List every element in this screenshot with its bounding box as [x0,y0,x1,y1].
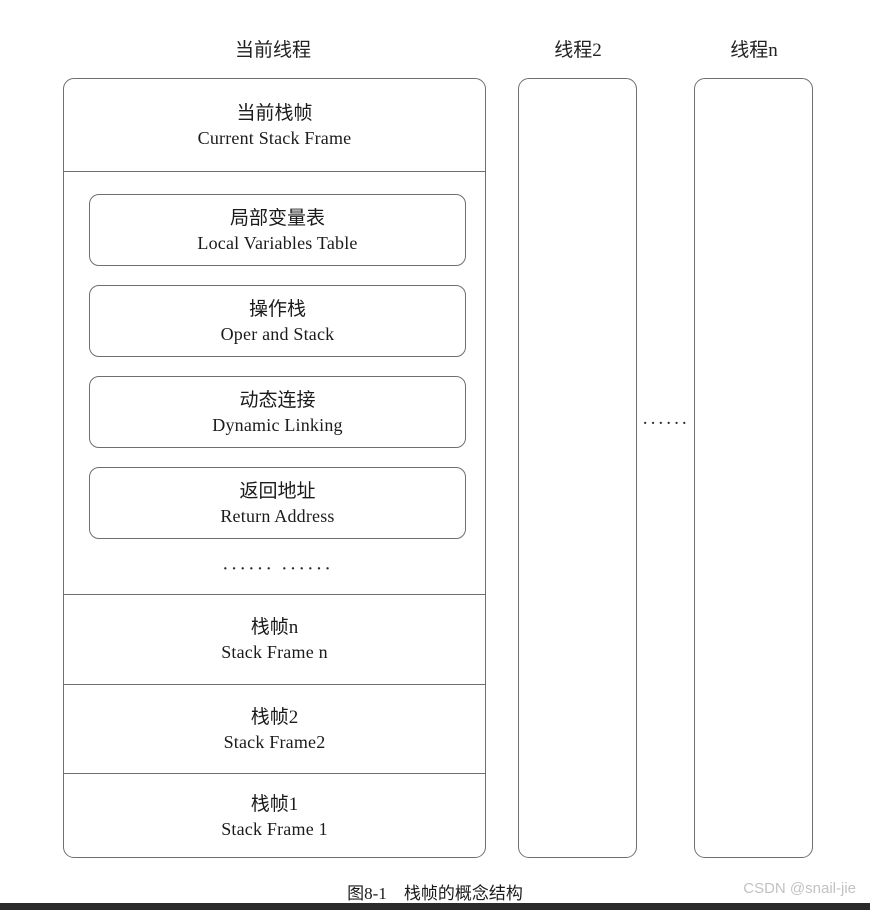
current-stack-frame-section: 当前栈帧 Current Stack Frame [64,79,485,171]
stack-frame-1-label-zh: 栈帧1 [250,794,299,815]
dynamic-linking-label-en: Dynamic Linking [212,414,343,435]
stack-frame-1-label-en: Stack Frame 1 [221,819,328,839]
return-address-box: 返回地址 Return Address [89,467,466,539]
column-title-thread-2: 线程2 [554,40,602,61]
csdn-watermark: CSDN @snail-jie [743,880,856,897]
page-edge-strip [0,903,870,910]
column-title-thread-n: 线程n [730,40,778,61]
thread-n-stack-box [694,78,813,858]
local-variables-table-label-zh: 局部变量表 [229,207,325,229]
operand-stack-label-zh: 操作栈 [248,298,306,320]
stack-frame-n-label-en: Stack Frame n [221,642,328,662]
current-stack-frame-label-en: Current Stack Frame [197,127,352,148]
return-address-label-en: Return Address [220,505,335,526]
stack-frame-2-section: 栈帧2 Stack Frame2 [64,684,485,773]
stack-frame-1-section: 栈帧1 Stack Frame 1 [64,773,485,859]
figure-caption: 图8-1 栈帧的概念结构 [347,884,523,903]
operand-stack-box: 操作栈 Oper and Stack [89,285,466,357]
stack-frame-2-label-en: Stack Frame2 [223,731,326,752]
operand-stack-label-en: Oper and Stack [220,323,335,344]
local-variables-table-label-en: Local Variables Table [197,232,358,253]
current-thread-stack-box: 当前栈帧 Current Stack Frame 局部变量表 Local Var… [63,78,486,858]
stack-frame-n-label-zh: 栈帧n [250,617,299,638]
current-stack-frame-body: 局部变量表 Local Variables Table 操作栈 Oper and… [64,171,485,594]
dynamic-linking-box: 动态连接 Dynamic Linking [89,376,466,448]
stack-frame-n-section: 栈帧n Stack Frame n [64,594,485,684]
column-title-current-thread: 当前线程 [234,40,311,61]
local-variables-table-box: 局部变量表 Local Variables Table [89,194,466,266]
thread-2-stack-box [518,78,637,858]
frame-components-ellipsis: ······ ······ [222,558,333,580]
dynamic-linking-label-zh: 动态连接 [239,389,316,411]
frame-component-list: 局部变量表 Local Variables Table 操作栈 Oper and… [89,194,466,580]
current-stack-frame-label-zh: 当前栈帧 [236,102,313,124]
stack-frame-2-label-zh: 栈帧2 [250,706,299,728]
threads-ellipsis: ······ [642,413,689,434]
return-address-label-zh: 返回地址 [239,480,316,502]
